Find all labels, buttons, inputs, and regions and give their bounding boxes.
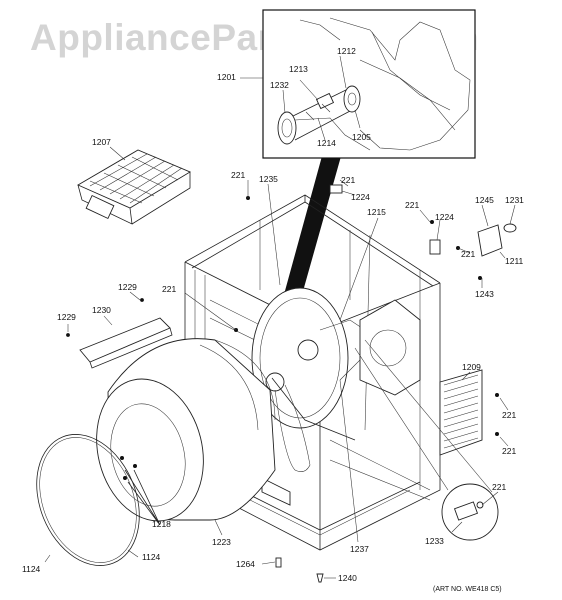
callout-1229-a: 1229 <box>118 282 137 292</box>
sensor-detail: 221 1233 <box>354 339 506 546</box>
detail-inset: 1201 1212 1213 1232 1214 1205 <box>217 9 476 159</box>
callout-1205: 1205 <box>352 132 371 142</box>
callout-1230: 1230 <box>92 305 111 315</box>
callout-1245: 1245 <box>475 195 494 205</box>
callout-1213: 1213 <box>289 64 308 74</box>
callout-1215: 1215 <box>367 207 386 217</box>
callout-221-mid: 221 <box>405 200 419 210</box>
callout-1224-mid: 1224 <box>435 212 454 222</box>
art-number: (ART NO. WE418 C5) <box>433 586 502 593</box>
drum-seal-ring: 1124 1124 <box>22 434 161 574</box>
callout-1214: 1214 <box>317 138 336 148</box>
callout-1211: 1211 <box>505 256 524 266</box>
callout-1218: 1218 <box>152 519 171 529</box>
callout-1240: 1240 <box>338 573 357 583</box>
callout-221-grille-a: 221 <box>502 410 516 420</box>
callout-1201: 1201 <box>217 72 236 82</box>
toe-kick-trim: 1229 1229 1230 <box>57 282 173 369</box>
fasteners: 1264 1240 <box>236 557 357 583</box>
callout-221-top: 221 <box>231 170 245 180</box>
callout-1237: 1237 <box>350 544 369 554</box>
drying-rack: 1207 <box>77 137 191 225</box>
callout-1243: 1243 <box>475 289 494 299</box>
callout-1124-a: 1124 <box>22 564 41 574</box>
callout-1224-upper: 1224 <box>351 192 370 202</box>
callout-1223: 1223 <box>212 537 231 547</box>
callout-221-detail: 221 <box>492 482 506 492</box>
callout-1235: 1235 <box>259 174 278 184</box>
callout-1231: 1231 <box>505 195 524 205</box>
callout-221-left: 221 <box>162 284 176 294</box>
callout-1209: 1209 <box>462 362 481 372</box>
detail-projection <box>282 157 341 301</box>
callout-1229-b: 1229 <box>57 312 76 322</box>
callout-221-grille-b: 221 <box>502 446 516 456</box>
callout-1232: 1232 <box>270 80 289 90</box>
drum: 1218 1223 <box>96 338 276 547</box>
cabinet-assembly: 221 1235 221 1224 1215 221 1224 221 1237 <box>162 170 482 554</box>
thermostat-bracket: 1245 1231 221 1211 1243 <box>457 195 524 299</box>
callout-1124-b: 1124 <box>142 552 161 562</box>
callout-1207: 1207 <box>92 137 111 147</box>
callout-1233: 1233 <box>425 536 444 546</box>
callout-1212: 1212 <box>337 46 356 56</box>
rear-grille: 1209 221 221 <box>439 362 516 456</box>
callout-221-upper: 221 <box>341 175 355 185</box>
callout-221-right: 221 <box>461 249 475 259</box>
callout-1264: 1264 <box>236 559 255 569</box>
